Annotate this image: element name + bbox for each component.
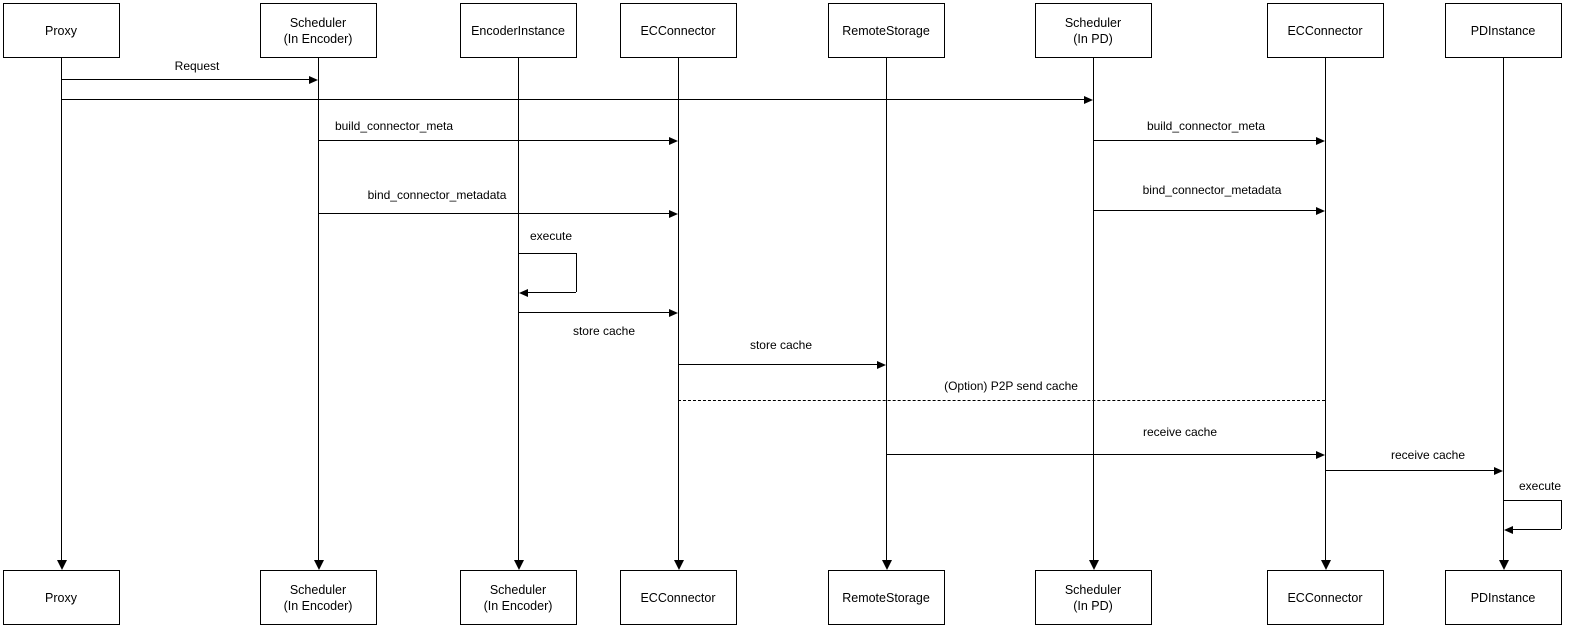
message-label: build_connector_meta xyxy=(334,119,454,133)
message-line xyxy=(1093,140,1317,141)
actor-ec-connector-2-bottom-box: ECConnector xyxy=(1266,570,1384,625)
actor-ec-connector-1-bottom-box: ECConnector xyxy=(619,570,737,625)
message-label: store cache xyxy=(749,338,813,352)
message-line xyxy=(61,99,1085,100)
self-message-top-line xyxy=(1503,500,1561,501)
actor-scheduler-encoder-top-box: Scheduler (In Encoder) xyxy=(259,3,377,58)
message-line xyxy=(886,454,1317,455)
actor-pd-instance-bottom-box: PDInstance xyxy=(1444,570,1562,625)
arrowhead-right-icon xyxy=(1316,206,1325,215)
message-label: (Option) P2P send cache xyxy=(944,379,1078,393)
arrowhead-down-icon xyxy=(881,560,892,570)
actor-encoder-instance-bottom-box: Scheduler (In Encoder) xyxy=(459,570,577,625)
message-label: execute xyxy=(529,229,573,243)
lifeline-ec-connector-2 xyxy=(1325,58,1326,560)
arrowhead-down-icon xyxy=(1088,560,1099,570)
message-line xyxy=(1325,470,1495,471)
actor-remote-storage-bottom-box: RemoteStorage xyxy=(827,570,945,625)
arrowhead-right-icon xyxy=(877,360,886,369)
actor-ec-connector-2-top-box: ECConnector xyxy=(1266,3,1384,58)
message-line xyxy=(61,79,310,80)
actor-remote-storage-top-box: RemoteStorage xyxy=(827,3,945,58)
self-message-side-line xyxy=(1561,500,1562,529)
arrowhead-down-icon xyxy=(513,560,524,570)
optional-message-line xyxy=(678,400,1325,401)
self-message-top-line xyxy=(518,253,576,254)
arrowhead-right-icon xyxy=(669,136,678,145)
message-label: receive cache xyxy=(1390,448,1466,462)
arrowhead-down-icon xyxy=(1498,560,1509,570)
arrowhead-right-icon xyxy=(1494,466,1503,475)
message-line xyxy=(318,140,670,141)
message-label: build_connector_meta xyxy=(1146,119,1266,133)
message-line xyxy=(318,213,670,214)
arrowhead-down-icon xyxy=(313,560,324,570)
message-label: bind_connector_metadata xyxy=(367,188,507,202)
actor-scheduler-pd-bottom-box: Scheduler (In PD) xyxy=(1034,570,1152,625)
message-line xyxy=(678,364,878,365)
arrowhead-left-icon xyxy=(519,288,528,297)
arrowhead-down-icon xyxy=(56,560,67,570)
lifeline-remote-storage xyxy=(886,58,887,560)
lifeline-pd-instance xyxy=(1503,58,1504,560)
message-label: bind_connector_metadata xyxy=(1142,183,1282,197)
message-label: execute xyxy=(1518,479,1562,493)
arrowhead-right-icon xyxy=(669,308,678,317)
arrowhead-right-icon xyxy=(1316,136,1325,145)
actor-encoder-instance-top-box: EncoderInstance xyxy=(459,3,577,58)
self-message-bottom-line xyxy=(526,292,576,293)
arrowhead-right-icon xyxy=(1316,450,1325,459)
lifeline-scheduler-pd xyxy=(1093,58,1094,560)
arrowhead-down-icon xyxy=(673,560,684,570)
self-message-side-line xyxy=(576,253,577,292)
lifeline-encoder-instance xyxy=(518,58,519,560)
arrowhead-left-icon xyxy=(1504,525,1513,534)
lifeline-proxy xyxy=(61,58,62,560)
actor-pd-instance-top-box: PDInstance xyxy=(1444,3,1562,58)
arrowhead-right-icon xyxy=(1084,95,1093,104)
message-label: store cache xyxy=(572,324,636,338)
message-label: Request xyxy=(174,59,220,73)
lifeline-scheduler-encoder xyxy=(318,58,319,560)
actor-proxy-bottom-box: Proxy xyxy=(2,570,120,625)
actor-proxy-top-box: Proxy xyxy=(2,3,120,58)
message-line xyxy=(518,312,670,313)
actor-scheduler-encoder-bottom-box: Scheduler (In Encoder) xyxy=(259,570,377,625)
message-label: receive cache xyxy=(1142,425,1218,439)
actor-ec-connector-1-top-box: ECConnector xyxy=(619,3,737,58)
message-line xyxy=(1093,210,1317,211)
lifeline-ec-connector-1 xyxy=(678,58,679,560)
actor-scheduler-pd-top-box: Scheduler (In PD) xyxy=(1034,3,1152,58)
arrowhead-down-icon xyxy=(1320,560,1331,570)
self-message-bottom-line xyxy=(1511,529,1561,530)
arrowhead-right-icon xyxy=(669,209,678,218)
arrowhead-right-icon xyxy=(309,75,318,84)
